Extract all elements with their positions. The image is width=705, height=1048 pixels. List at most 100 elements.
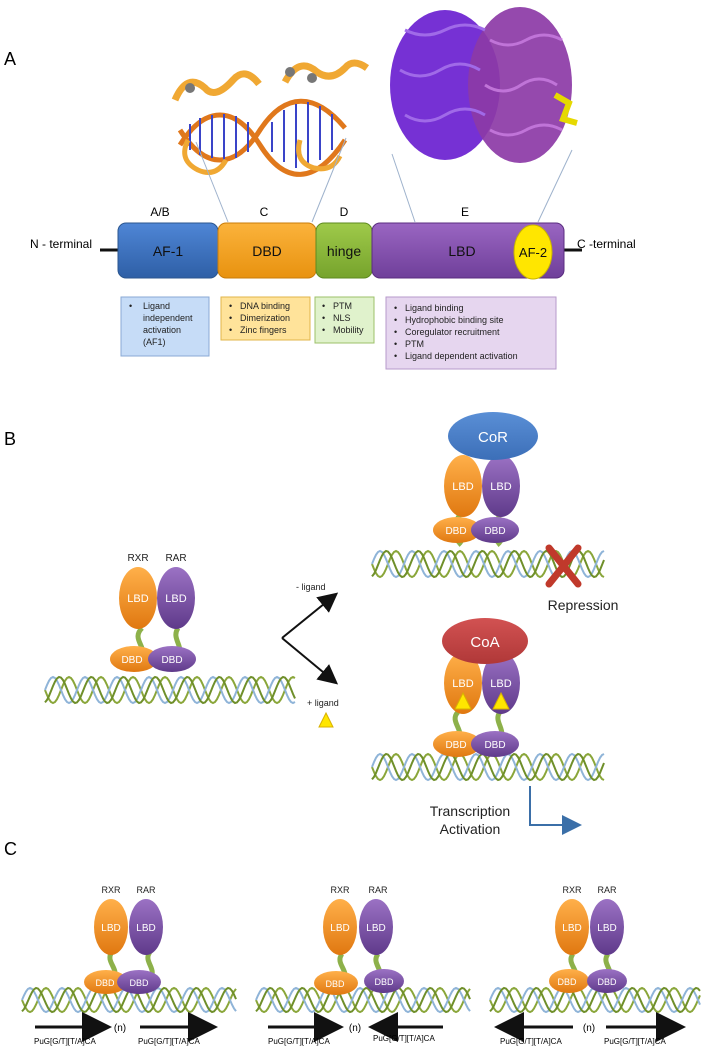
dbd-domain-label: DBD <box>252 243 282 259</box>
dna-strand <box>44 675 296 705</box>
c-terminal-label: C -terminal <box>577 237 636 251</box>
af2-domain-label: AF-2 <box>519 245 547 260</box>
region-label-c: C <box>260 205 269 219</box>
af1-function-item: activation <box>143 325 181 335</box>
motif-label: PuG[G/T][T/A]CA <box>138 1037 200 1046</box>
rxr-lbd-label: LBD <box>127 593 148 605</box>
rxr-label: RXR <box>127 553 148 564</box>
minus-ligand-arrow <box>281 592 339 639</box>
dna-strand <box>255 986 471 1014</box>
activation-complex: CoA LBD LBD DBD DBD <box>433 618 528 757</box>
rar-dbd-label: DBD <box>484 740 505 751</box>
region-label-ab: A/B <box>150 205 169 219</box>
hinge-function-box <box>314 296 375 344</box>
bullet: • <box>229 313 232 323</box>
bullet: • <box>322 325 325 335</box>
dna-strand <box>371 752 605 782</box>
plus-ligand-arrow <box>281 637 339 685</box>
rar-lbd-label: LBD <box>490 678 511 690</box>
rar-lbd <box>482 455 520 517</box>
corepressor <box>448 412 538 460</box>
rxr-lbd <box>444 652 482 714</box>
rxr-dbd-label: DBD <box>557 977 577 987</box>
hinge-function-item: NLS <box>333 313 351 323</box>
dna-strand <box>489 986 701 1014</box>
af1-function-item: independent <box>143 313 193 323</box>
rxr-lbd-label: LBD <box>330 923 349 934</box>
lbd-function-list: • Ligand binding • Hydrophobic binding s… <box>394 303 518 361</box>
rxr-label: RXR <box>562 885 582 895</box>
n-terminal-label: N - terminal <box>30 237 92 251</box>
ligand-triangle-icon <box>454 691 472 710</box>
rar-lbd-label: LBD <box>490 481 511 493</box>
rar-label: RAR <box>597 885 617 895</box>
bullet: • <box>322 313 325 323</box>
spacer-label: (n) <box>583 1023 595 1034</box>
rar-label: RAR <box>136 885 156 895</box>
repression-label: Repression <box>548 597 619 613</box>
rxr-dbd-label: DBD <box>325 979 345 989</box>
lbd-function-item: Ligand dependent activation <box>405 351 518 361</box>
motif-label: PuG[G/T][T/A]CA <box>373 1034 435 1043</box>
c-dimer-everted-repeat: LBD LBD DBD DBD RXR RAR <box>549 885 627 993</box>
dbd-function-item: Zinc fingers <box>240 325 287 335</box>
bullet: • <box>229 301 232 311</box>
dna-strand <box>371 752 605 782</box>
coactivator <box>442 618 528 664</box>
repression-x-icon <box>545 544 582 588</box>
bullet: • <box>394 339 397 349</box>
hinge-function-item: PTM <box>333 301 352 311</box>
lbd-function-item: PTM <box>405 339 424 349</box>
spacer-label: (n) <box>349 1023 361 1034</box>
rxr-dbd-label: DBD <box>121 655 142 666</box>
c-dimer-inverted-repeat: LBD LBD DBD DBD RXR RAR <box>314 885 404 995</box>
af1-domain-label: AF-1 <box>153 243 184 259</box>
plus-ligand-label: + ligand <box>307 698 339 708</box>
rar-dbd <box>471 517 519 543</box>
dna-strand <box>44 675 296 705</box>
repression-complex: CoR LBD LBD DBD DBD <box>433 412 538 547</box>
rar-dbd <box>471 731 519 757</box>
dbd-function-box <box>220 296 311 341</box>
transcription-label: Transcription <box>430 803 510 819</box>
dbd-function-list: • DNA binding • Dimerization • Zinc fing… <box>229 301 290 335</box>
lbd-domain-label: LBD <box>448 243 475 259</box>
lbd-function-item: Coregulator recruitment <box>405 327 500 337</box>
ligand-triangle-icon <box>492 691 510 710</box>
bullet: • <box>394 315 397 325</box>
rxr-lbd-label: LBD <box>452 481 473 493</box>
rxr-dbd-label: DBD <box>445 526 466 537</box>
rxr-dbd-label: DBD <box>445 740 466 751</box>
rxr-lbd <box>119 567 157 629</box>
rar-lbd <box>157 567 195 629</box>
zoom-guide-lines <box>195 137 573 223</box>
rxr-label: RXR <box>330 885 350 895</box>
rxr-rar-dimer-unbound: LBD LBD DBD DBD RXR RAR <box>110 553 196 672</box>
ligand-triangle-icon <box>318 711 334 728</box>
motif-label: PuG[G/T][T/A]CA <box>268 1037 330 1046</box>
rar-lbd-label: LBD <box>165 593 186 605</box>
bullet: • <box>322 301 325 311</box>
region-label-e: E <box>461 205 469 219</box>
bullet: • <box>394 351 397 361</box>
spacer-label: (n) <box>114 1023 126 1034</box>
rar-lbd-label: LBD <box>366 923 385 934</box>
panel-b-label: B <box>4 429 16 449</box>
hinge-function-item: Mobility <box>333 325 364 335</box>
dbd-function-item: Dimerization <box>240 313 290 323</box>
rar-dbd-label: DBD <box>161 655 182 666</box>
motif-label: PuG[G/T][T/A]CA <box>604 1037 666 1046</box>
rxr-label: RXR <box>101 885 121 895</box>
rar-dbd-label: DBD <box>597 977 617 987</box>
lbd-structure-illustration <box>390 7 578 163</box>
dbd-structure-illustration <box>171 59 370 177</box>
af2-domain <box>513 224 553 280</box>
panel-c-label: C <box>4 839 17 859</box>
rar-dbd-label: DBD <box>129 978 149 988</box>
rar-label: RAR <box>165 553 186 564</box>
cor-label: CoR <box>478 429 508 446</box>
rar-lbd <box>482 652 520 714</box>
lbd-function-item: Hydrophobic binding site <box>405 315 504 325</box>
rxr-lbd-label: LBD <box>562 923 581 934</box>
